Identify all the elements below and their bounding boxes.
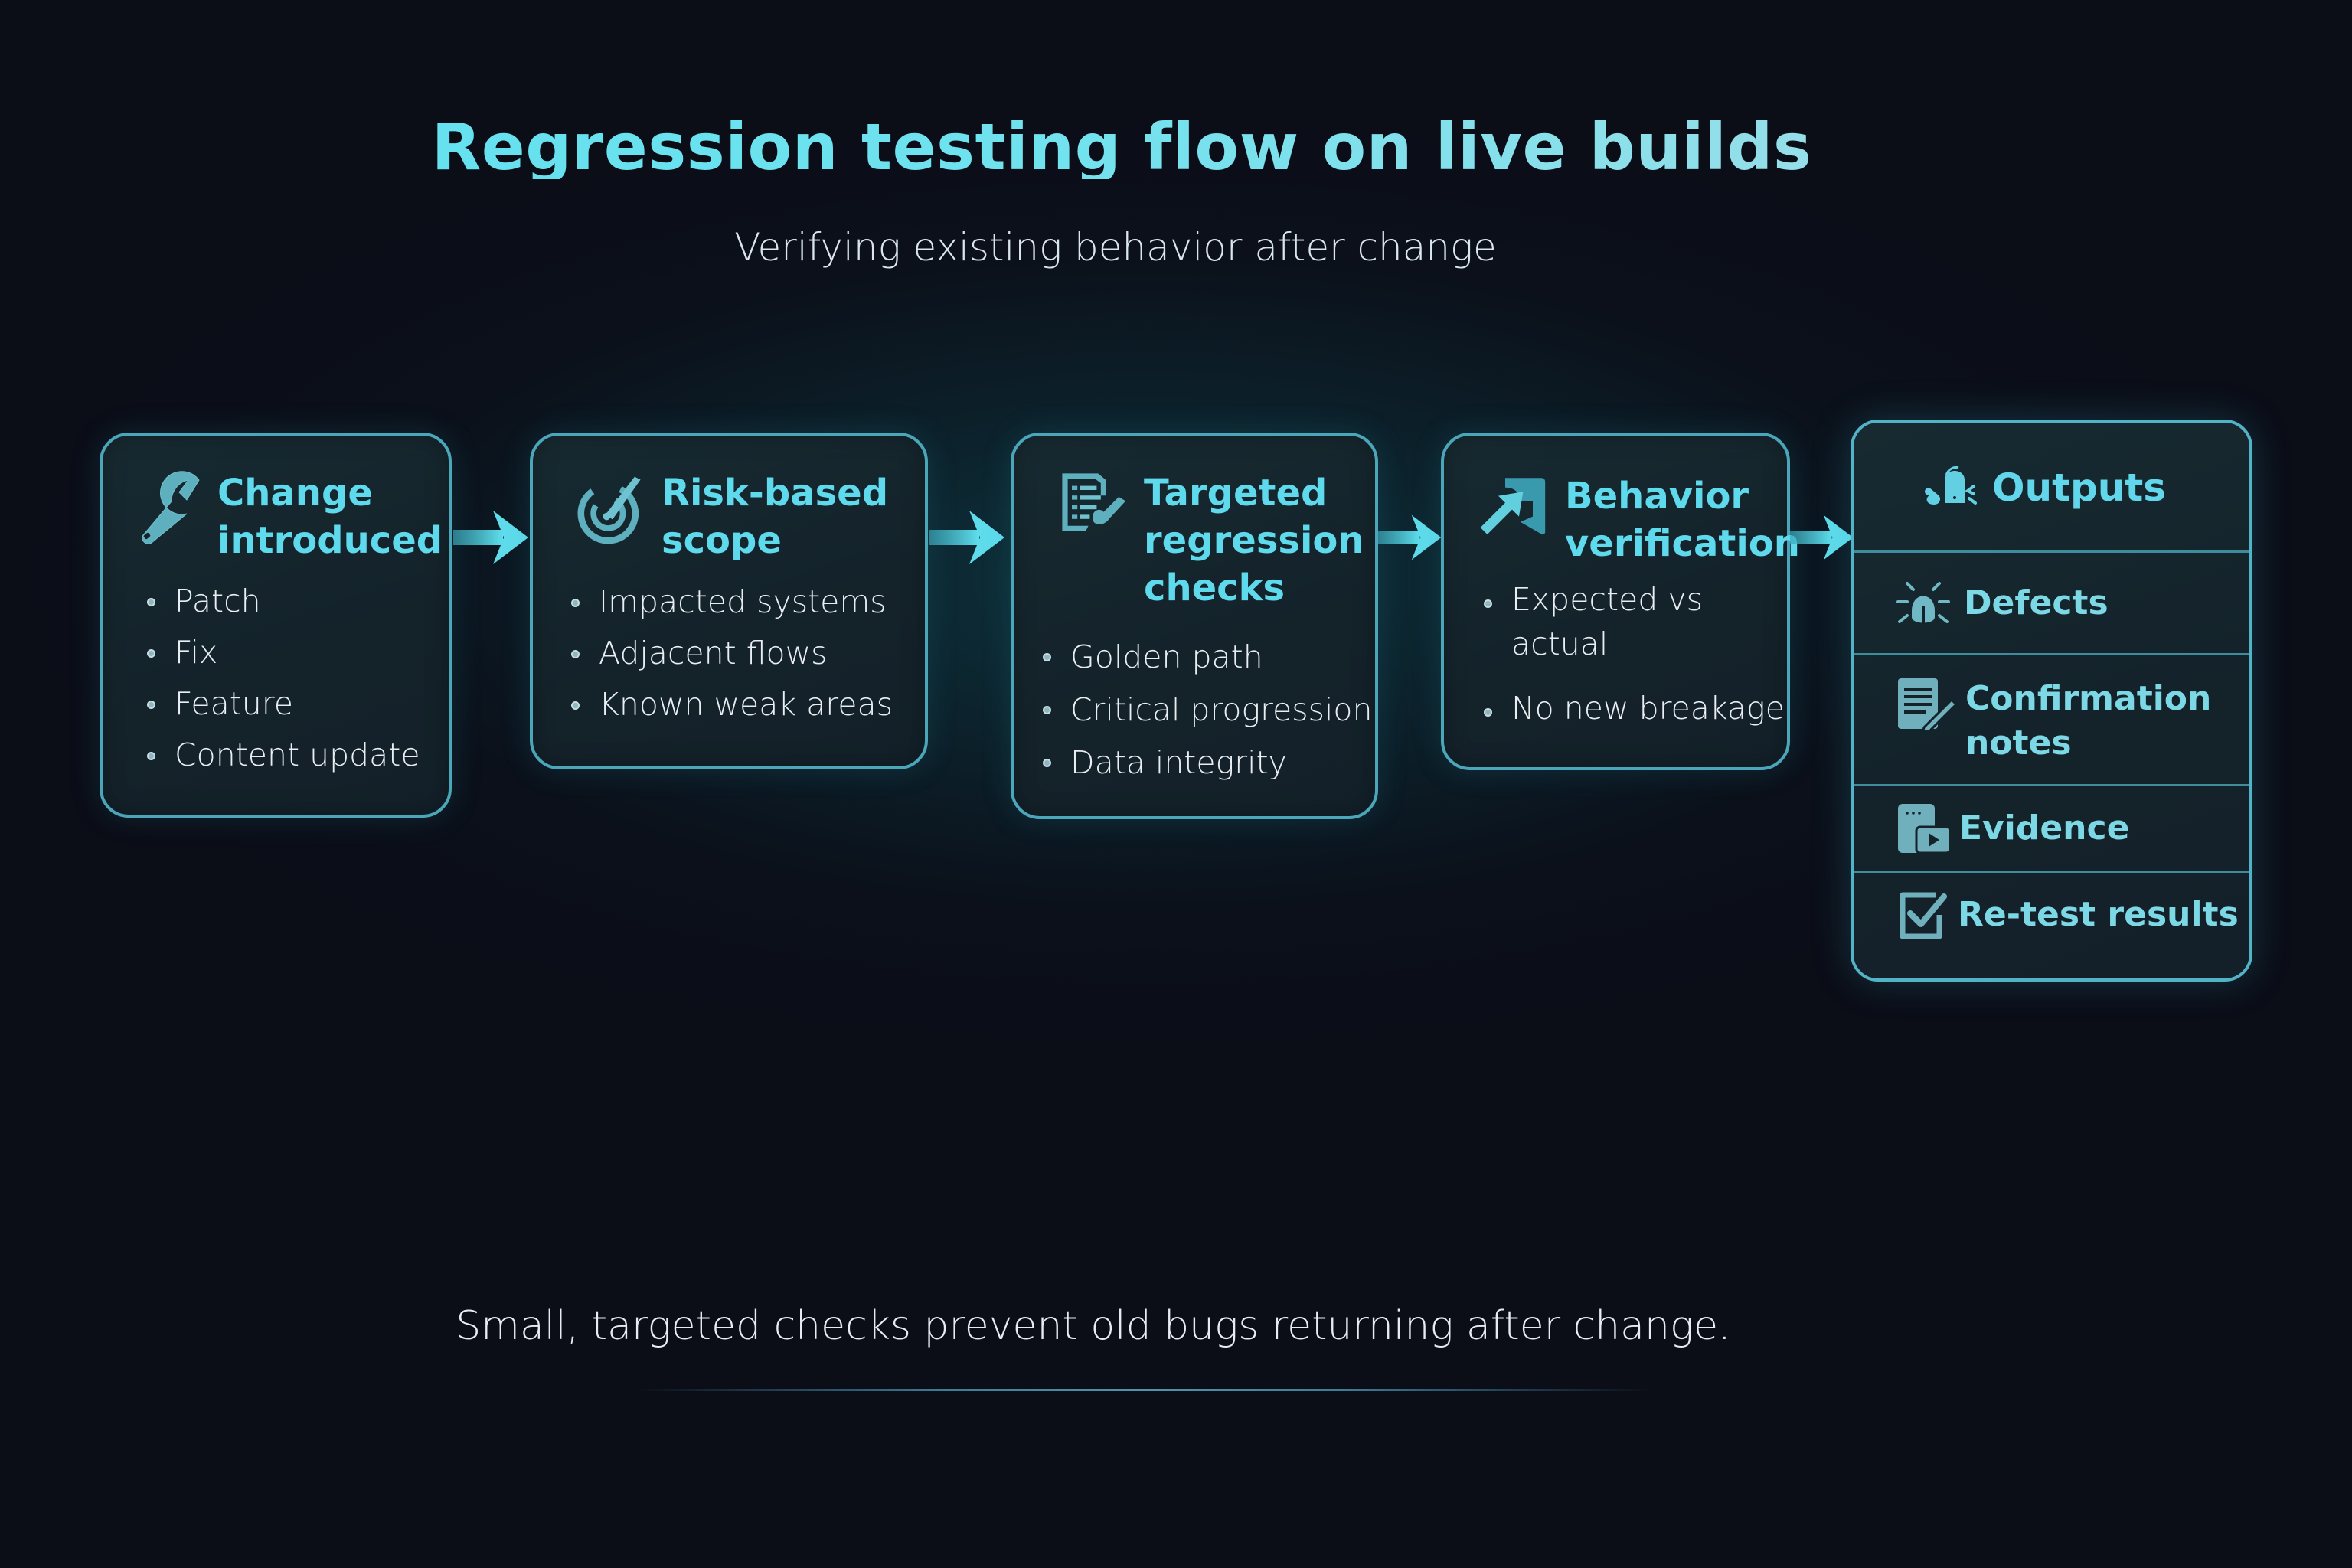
bullet-item: Content update (147, 730, 420, 781)
output-item-confirmation-notes: Confirmation notes (1854, 655, 2249, 784)
outputs-divider (1854, 550, 2249, 553)
step-bullets: Patch Fix Feature Content update (147, 576, 420, 781)
flow-arrow-icon (1790, 514, 1854, 560)
flow-arrow-icon (1378, 514, 1442, 560)
target-icon (577, 476, 641, 544)
output-label-line: notes (1965, 724, 2072, 763)
bullet-item: Golden path (1043, 631, 1372, 684)
output-label: Evidence (1959, 808, 2130, 848)
bullet-item: Impacted systems (571, 577, 893, 628)
verify-arrow-icon (1480, 478, 1546, 535)
step-title-line: checks (1144, 567, 1285, 609)
footer-divider (635, 1389, 1654, 1391)
bullet-item: Adjacent flows (571, 628, 893, 679)
step-bullets: Impacted systems Adjacent flows Known we… (571, 577, 893, 730)
step-title: Risk-based scope (662, 469, 888, 564)
step-title: Change introduced (217, 469, 443, 564)
checklist-icon (1062, 473, 1126, 531)
notes-icon (1898, 678, 1958, 730)
bullet-item: Feature (147, 678, 420, 730)
page-title: Regression testing flow on live builds (0, 115, 2243, 179)
output-label: Defects (1964, 583, 2109, 622)
checkbox-icon (1900, 892, 1947, 939)
bullet-item: Patch (147, 576, 420, 627)
output-label-line: Confirmation (1965, 679, 2212, 718)
step-title-line: Behavior (1565, 475, 1749, 518)
outputs-title: Outputs (1991, 466, 2167, 510)
step-bullets: Expected vs actual No new breakage (1484, 577, 1785, 730)
step-title-line: scope (662, 519, 782, 562)
outputs-header: Outputs (1854, 453, 2249, 522)
outputs-divider (1854, 784, 2249, 786)
output-label: Re-test results (1958, 895, 2239, 934)
flow-arrow-icon (453, 511, 528, 564)
step-title-line: Change (217, 472, 373, 514)
step-title: Targeted regression checks (1144, 469, 1364, 612)
step-risk-based-scope: Risk-based scope Impacted systems Adjace… (530, 433, 928, 769)
bullet-item: No new breakage (1484, 686, 1785, 730)
step-change-introduced: Change introduced Patch Fix Feature Cont… (100, 433, 452, 818)
bug-icon (1896, 581, 1950, 625)
step-title-line: introduced (217, 519, 443, 562)
outputs-panel: Outputs Defects Confirmation notes (1851, 420, 2252, 982)
bullet-item: Data integrity (1043, 737, 1372, 789)
bullet-item: Known weak areas (571, 679, 893, 730)
flow-arrow-icon (929, 511, 1004, 564)
output-item-retest-results: Re-test results (1854, 873, 2249, 957)
step-title-line: Targeted (1144, 472, 1328, 514)
step-title-line: Risk-based (662, 472, 889, 514)
outputs-icon (1924, 466, 1977, 505)
output-item-evidence: Evidence (1854, 786, 2249, 871)
bullet-item: Expected vs (1484, 577, 1785, 622)
step-title: Behavior verification (1565, 472, 1800, 567)
wrench-icon (142, 471, 200, 544)
bullet-item: Fix (147, 627, 420, 678)
bullet-item-continuation: actual (1511, 626, 1609, 662)
page-subtitle: Verifying existing behavior after change (734, 225, 1497, 270)
output-item-defects: Defects (1854, 553, 2249, 653)
step-title-line: regression (1144, 519, 1364, 562)
outputs-divider (1854, 653, 2249, 655)
output-label: Confirmation notes (1965, 677, 2211, 766)
footer-caption: Small, targeted checks prevent old bugs … (456, 1303, 1731, 1349)
step-title-line: verification (1565, 522, 1800, 565)
evidence-icon (1898, 804, 1952, 854)
outputs-divider (1854, 871, 2249, 873)
step-bullets: Golden path Critical progression Data in… (1043, 631, 1372, 789)
step-behavior-verification: Behavior verification Expected vs actual… (1441, 433, 1800, 770)
step-targeted-regression-checks: Targeted regression checks Golden path C… (1011, 433, 1378, 819)
bullet-item: Critical progression (1043, 684, 1372, 737)
